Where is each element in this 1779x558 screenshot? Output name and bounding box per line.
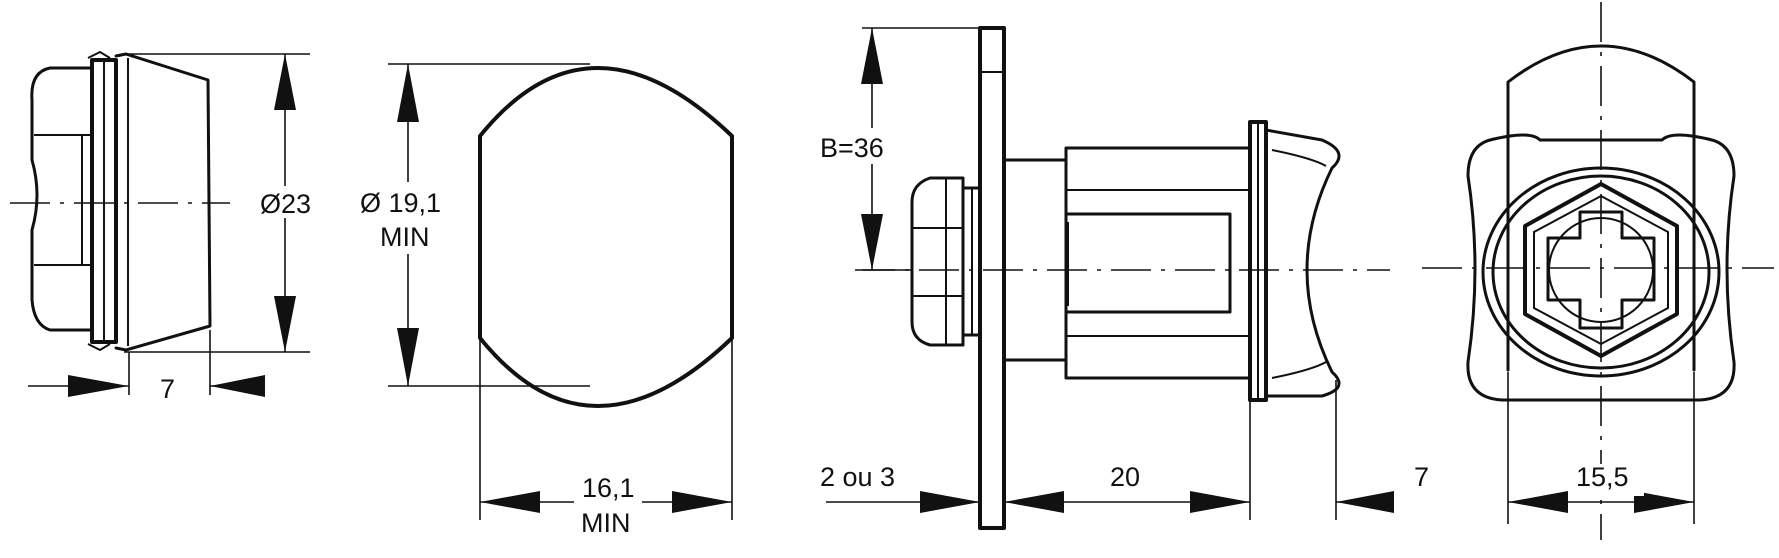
dim-cutout-diameter: Ø 19,1 [360, 188, 441, 218]
arrow-left [210, 375, 265, 397]
arrow-right [68, 375, 129, 397]
dim-cutout-width: 16,1 [582, 473, 635, 503]
head-dome [1264, 128, 1341, 398]
dim-face-width: 7 [160, 374, 175, 404]
dim-cutout-diameter-note: MIN [380, 222, 430, 252]
view-panel-cutout: Ø 19,1 MIN 16,1 MIN [352, 63, 734, 540]
dim-head-depth: 7 [1414, 462, 1429, 492]
view-bezel-side: Ø23 7 [10, 50, 320, 404]
arrow-down [397, 328, 419, 386]
arrow-up [861, 28, 883, 84]
arrow-right [920, 491, 980, 513]
arrow-up [397, 64, 419, 122]
dim-face-diameter: Ø23 [260, 189, 311, 219]
lock-body [1064, 146, 1252, 380]
key-cross [1546, 210, 1656, 330]
hex-nut-face [1523, 182, 1679, 358]
hex-nut [910, 176, 965, 347]
arrow-right [1190, 491, 1250, 513]
arrow-left [480, 491, 540, 513]
dim-cutout-width-note: MIN [581, 508, 631, 538]
dim-body-length: 20 [1110, 462, 1140, 492]
dim-b-distance: B=36 [820, 133, 884, 163]
view-end-cam: 15,5 [1422, 2, 1774, 540]
arrow-left [1004, 491, 1064, 513]
arrow-right [672, 491, 732, 513]
view-assembly-side: B=36 2 ou 3 20 7 [815, 26, 1429, 530]
end-body-outline [1466, 133, 1736, 402]
mounting-panel [978, 26, 1006, 530]
dim-panel-thickness: 2 ou 3 [820, 462, 895, 492]
dim-cam-width: 15,5 [1576, 462, 1629, 492]
arrow-down [861, 214, 883, 270]
cutout-outline [478, 66, 734, 408]
arrow-left [1508, 491, 1568, 513]
cam-blade [1506, 44, 1696, 372]
arrow-down [274, 296, 296, 352]
arrow-right [1634, 491, 1694, 513]
arrow-up [274, 54, 296, 110]
arrow-left [1336, 491, 1394, 513]
